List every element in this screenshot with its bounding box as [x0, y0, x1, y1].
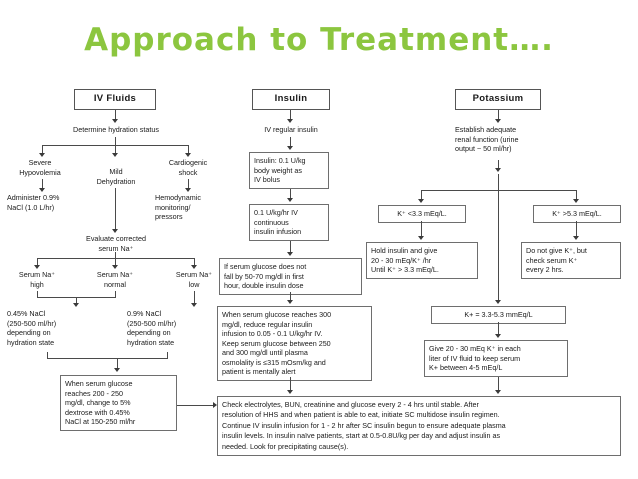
connector [76, 297, 77, 303]
step-establish-renal-function: Establish adequate renal function (urine… [455, 125, 519, 153]
connector [290, 241, 291, 252]
branch-sodium-low: Serum Na⁺ low [175, 270, 213, 289]
arrow-icon [287, 198, 293, 202]
arrow-icon [112, 153, 118, 157]
arrow-icon [112, 229, 118, 233]
column-header-iv-fluids: IV Fluids [74, 89, 156, 111]
connector [498, 174, 499, 190]
branch-sodium-normal: Serum Na⁺ normal [96, 270, 134, 289]
arrow-icon [191, 265, 197, 269]
arrow-icon [495, 390, 501, 394]
connector [290, 110, 291, 119]
connector [498, 110, 499, 119]
connector [421, 190, 422, 199]
branch-severe-hypovolemia: Severe Hypovolemia [19, 158, 61, 177]
connector [498, 160, 499, 168]
branch-mild-dehydration: Mild Dehydration [96, 167, 136, 186]
arrow-icon [287, 119, 293, 123]
arrow-icon [185, 153, 191, 157]
arrow-icon [112, 119, 118, 123]
connector [115, 110, 116, 119]
arrow-icon [287, 252, 293, 256]
arrow-icon [39, 153, 45, 157]
connector [42, 179, 43, 188]
arrow-icon [418, 199, 424, 203]
arrow-icon [287, 300, 293, 304]
arrow-icon [114, 368, 120, 372]
connector [421, 221, 422, 236]
arrow-icon [573, 236, 579, 240]
box-potassium-normal-range: K+ = 3.3-5.3 mmEq/L [431, 306, 566, 324]
action-hemodynamic-monitoring: Hemodynamic monitoring/ pressors [155, 193, 201, 221]
connector [188, 179, 189, 188]
box-reduce-insulin-infusion: When serum glucose reaches 300 mg/dl, re… [217, 306, 372, 381]
arrow-icon [495, 300, 501, 304]
box-hold-insulin-give-potassium: Hold insulin and give 20 - 30 mEq/K⁺ /hr… [366, 242, 478, 279]
box-insulin-bolus: Insulin: 0.1 U/kg body weight as IV bolu… [249, 152, 329, 189]
connector [188, 145, 189, 153]
step-determine-hydration: Determine hydration status [73, 125, 159, 134]
connector [115, 137, 116, 145]
arrow-icon [495, 119, 501, 123]
connector [47, 352, 48, 358]
box-potassium-high-threshold: K⁺ >5.3 mEq/L. [533, 205, 621, 223]
connector [115, 188, 116, 229]
column-header-potassium: Potassium [455, 89, 541, 111]
box-potassium-low-threshold: K⁺ <3.3 mEq/L. [378, 205, 466, 223]
connector [290, 189, 291, 198]
arrow-icon [191, 303, 197, 307]
branch-sodium-high: Serum Na⁺ high [18, 270, 56, 289]
connector [47, 358, 168, 359]
arrow-icon [112, 265, 118, 269]
connector [177, 405, 213, 406]
connector [576, 190, 577, 199]
action-nacl-09: 0.9% NaCl (250-500 ml/hr) depending on h… [127, 309, 177, 347]
connector [115, 252, 116, 258]
arrow-icon [39, 188, 45, 192]
column-header-insulin: Insulin [252, 89, 330, 111]
arrow-icon [418, 236, 424, 240]
connector [115, 291, 116, 297]
arrow-icon [287, 390, 293, 394]
arrow-icon [185, 188, 191, 192]
connector [115, 145, 116, 153]
branch-cardiogenic-shock: Cardiogenic shock [168, 158, 208, 177]
connector [194, 291, 195, 303]
connector [290, 292, 291, 300]
step-evaluate-corrected-sodium: Evaluate corrected serum Na⁺ [86, 234, 146, 253]
action-nacl-045: 0.45% NaCl (250-500 ml/hr) depending on … [7, 309, 57, 347]
connector [290, 377, 291, 390]
connector [498, 322, 499, 334]
connector [37, 291, 38, 297]
step-iv-regular-insulin: IV regular insulin [264, 125, 318, 134]
page-title: Approach to Treatment…. [84, 22, 554, 58]
arrow-icon [495, 334, 501, 338]
arrow-icon [213, 402, 217, 408]
connector [42, 145, 43, 153]
connector [498, 377, 499, 390]
connector [498, 190, 499, 300]
connector [115, 258, 116, 265]
connector [117, 358, 118, 368]
arrow-icon [73, 303, 79, 307]
box-glucose-switch: When serum glucose reaches 200 - 250 mg/… [60, 375, 177, 431]
arrow-icon [573, 199, 579, 203]
box-ongoing-monitoring: Check electrolytes, BUN, creatinine and … [217, 396, 621, 457]
box-potassium-replacement: Give 20 - 30 mEq K⁺ in each liter of IV … [424, 340, 568, 377]
connector [194, 258, 195, 265]
connector [37, 258, 38, 265]
arrow-icon [34, 265, 40, 269]
box-withhold-potassium: Do not give K⁺, but check serum K⁺ every… [521, 242, 621, 279]
arrow-icon [495, 168, 501, 172]
action-administer-nacl: Administer 0.9% NaCl (1.0 L/hr) [7, 193, 60, 212]
arrow-icon [287, 146, 293, 150]
box-glucose-not-falling: If serum glucose does not fall by 50-70 … [219, 258, 362, 295]
connector [576, 221, 577, 236]
connector [290, 137, 291, 146]
box-insulin-infusion: 0.1 U/kg/hr IV continuous insulin infusi… [249, 204, 329, 241]
connector [167, 352, 168, 358]
